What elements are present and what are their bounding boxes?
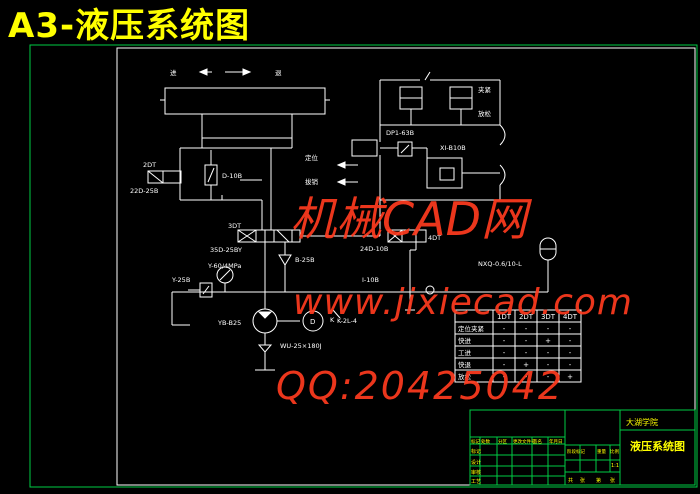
tb-scale-value: 1:1 [611,463,619,469]
tb-label-design: 设计 [471,459,481,466]
check-b25b [278,254,292,266]
table-cell: 快退 [458,360,472,369]
label-24d: 24D-10B [360,245,388,253]
tb-sheet-total: 共 [568,477,573,484]
title-block-frame [469,409,696,486]
valve-i10b [425,285,435,295]
table-cell: - [525,373,528,381]
tb-scale: 比例 [610,448,619,455]
label-b25b: B-25B [295,256,315,264]
label-22d: 22D-25B [130,187,158,195]
tb-row1-3: 更改文件号 [513,438,536,445]
table-cell: - [569,337,572,345]
solenoid-sequence-table: 1DT 2DT 3DT 4DT 定位夹紧 - - - - 快进 - - + - 工进 - - - - 快退 - + - - 放松… [454,309,582,383]
label-4dt: 4DT [428,234,441,242]
title-block: 大湖学院 液压系统图 标记 处数 分区 更改文件号 签名 年月日 标记 设计 审… [469,409,696,486]
table-cell: 放松 [458,372,472,381]
table-header-cell: 4DT [563,313,578,321]
valve-dp63b [397,141,413,157]
label-arrow-right: 退 [275,68,282,77]
label-y25b: Y-25B [171,276,190,284]
tb-sheet-unit2: 张 [610,477,615,484]
table-cell: - [525,325,528,333]
label-k: K [330,316,335,324]
school-name: 大湖学院 [626,417,658,427]
arrow-left-head [198,68,208,76]
label-xi-b10b: XI-B10B [440,144,466,152]
filter [257,344,273,353]
solenoid-4dt [415,229,427,243]
label-k-valve: K-2L-4 [337,317,357,325]
label-dp63b: DP1-63B [386,129,414,137]
tb-label-review: 审核 [471,469,481,476]
solenoid-2dt [147,170,164,184]
schematic-lines [147,68,557,371]
table-header-cell: 2DT [519,313,534,321]
label-positioning: 定位 [305,153,319,162]
table-cell: 工进 [458,349,472,357]
table-cell: - [503,373,506,381]
table-cell: - [503,361,506,369]
label-gauge: Y-60/4MPa [207,262,241,270]
cylinder-body [201,113,293,139]
tb-label-mark: 标记 [471,448,481,455]
table-cell: - [503,325,506,333]
table-cell: + [545,337,551,345]
table-cell: 定位夹紧 [458,324,485,333]
tb-sheet-unit1: 张 [580,477,585,484]
label-35d: 35D-25BY [210,246,242,254]
watermark-url: www.jixiecad.com [293,282,633,323]
label-release: 放松 [478,109,492,118]
label-pump: YB-B25 [217,319,241,327]
schematic-labels: 进 退 夹紧 放松 定位 拔销 2DT 22D-25B D-10B 3DT 35… [130,68,522,350]
motor-d [302,310,324,332]
tb-stage-mark: 阶段标记 [567,448,585,455]
table-cell: - [547,361,550,369]
tb-row1-2: 分区 [498,438,507,445]
watermark-qq: QQ:20425042 [276,364,565,408]
table-cell: - [569,361,572,369]
tb-row1-0: 标记 [471,438,480,445]
drawing-title: A3-液压系统图 [8,6,251,46]
label-motor: D [310,318,315,326]
label-arrow-left: 进 [170,69,177,77]
table-cell: - [569,325,572,333]
tb-weight: 重量 [597,448,606,455]
table-cell: 快进 [458,336,472,345]
label-3dt: 3DT [228,222,241,230]
watermark-site-cn: 机械CAD网 [290,192,528,246]
label-filter: WU-25×180J [280,342,322,350]
label-pull-pin: 拔销 [305,177,319,186]
outer-frame [29,44,698,488]
label-accumulator: NXQ-0.6/10-L [478,260,522,268]
label-2dt: 2DT [143,161,156,169]
tb-sheet-no: 第 [596,477,601,484]
table-header-cell: 3DT [541,313,556,321]
table-cell: + [567,373,573,381]
table-cell: - [503,337,506,345]
tb-label-process: 工艺 [471,479,481,485]
table-cell: - [547,349,550,357]
positioning-cylinder [351,139,378,157]
label-d10b: D-10B [222,172,242,180]
table-header-cell: 1DT [497,313,512,321]
table-cell: - [547,373,550,381]
label-i10b: I-10B [362,276,379,284]
table-cell: - [525,337,528,345]
drawing-frame [116,47,696,486]
table-cell: - [569,349,572,357]
table-cell: - [525,349,528,357]
tb-row1-4: 签名 [533,438,542,445]
table-cell: - [503,349,506,357]
arrow-right-head [242,68,252,76]
tb-row1-5: 年月日 [549,438,563,445]
drawing-name: 液压系统图 [630,439,685,453]
table-cell: - [547,325,550,333]
table-cell: + [523,361,529,369]
label-clamp: 夹紧 [478,85,492,94]
tb-row1-1: 处数 [481,438,490,445]
